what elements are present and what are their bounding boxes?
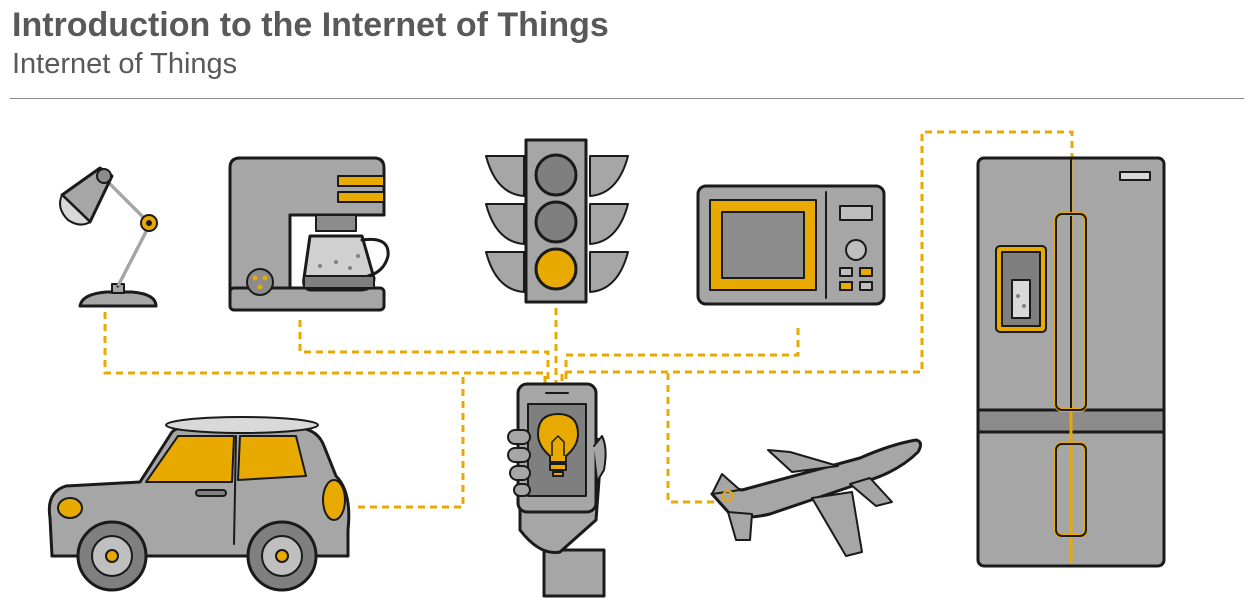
connector-lamp xyxy=(103,312,547,385)
connector-fridge xyxy=(560,130,1074,385)
connector-airplane xyxy=(666,373,720,504)
connector-coffee xyxy=(298,320,550,385)
desk-lamp-icon xyxy=(59,166,158,308)
microwave-icon xyxy=(696,184,886,306)
traffic-light-icon xyxy=(485,138,629,304)
airplane-icon xyxy=(710,438,923,557)
connector-microwave xyxy=(564,328,800,385)
connector-car xyxy=(358,373,465,509)
car-icon xyxy=(47,416,351,592)
page-subtitle: Internet of Things xyxy=(12,48,238,80)
connection-lines xyxy=(103,130,1074,509)
header-divider xyxy=(10,98,1244,99)
coffee-maker-icon xyxy=(228,156,390,312)
page-title: Introduction to the Internet of Things xyxy=(12,6,609,44)
refrigerator-icon xyxy=(976,156,1166,568)
smartphone-hub-icon xyxy=(507,382,607,598)
